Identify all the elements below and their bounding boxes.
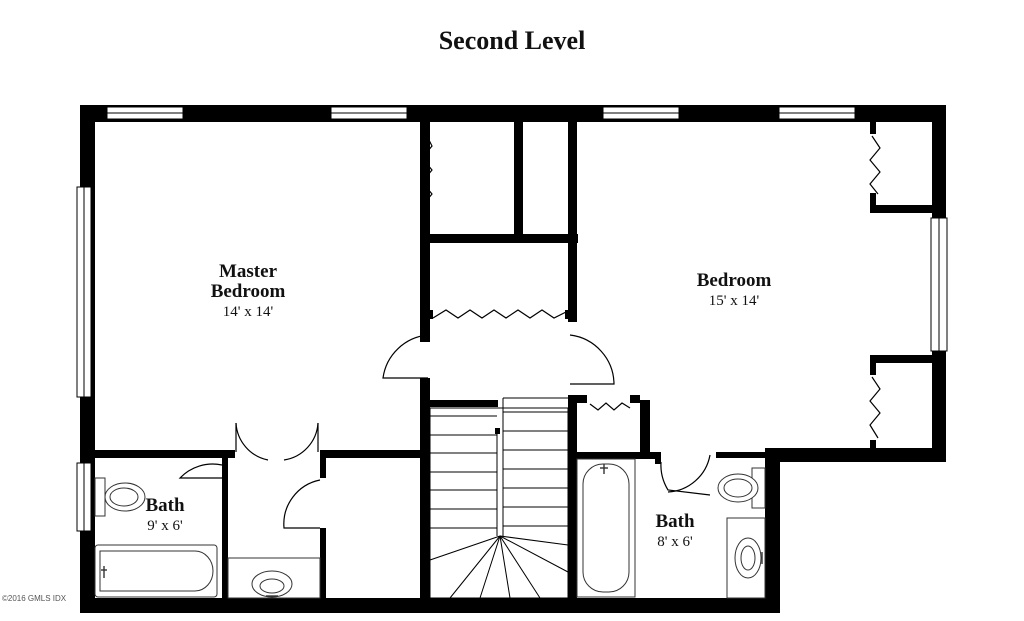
room-label-bedroom: Bedroom 15' x 14' — [664, 271, 804, 310]
bath-fixtures — [94, 458, 766, 599]
staircase — [429, 397, 569, 599]
toilet-tank — [94, 477, 106, 517]
room-name-line: Bath — [145, 495, 185, 516]
room-dimensions: 9' x 6' — [147, 517, 183, 534]
sink-vanity — [227, 557, 321, 599]
room-name-line: Bedroom — [696, 270, 772, 291]
room-name-line: Bath — [655, 511, 695, 532]
interior-walls — [95, 122, 932, 598]
page-title: Second Level — [438, 26, 586, 55]
room-name-line: Bedroom — [210, 280, 286, 302]
room-dimensions: 15' x 14' — [708, 292, 760, 309]
door-swings — [178, 334, 711, 529]
copyright-notice: ©2016 GMLS IDX — [2, 594, 67, 603]
sink-vanity — [726, 517, 766, 599]
room-name-line: Master — [218, 261, 278, 282]
room-dimensions: 14' x 14' — [222, 303, 274, 320]
room-label-master-bedroom: Master Bedroom 14' x 14' — [178, 262, 318, 321]
room-dimensions: 8' x 6' — [657, 533, 693, 550]
room-label-bath-left: Bath 9' x 6' — [130, 496, 200, 535]
closet-bifold-doors — [421, 133, 881, 439]
room-label-bath-right: Bath 8' x 6' — [640, 512, 710, 551]
